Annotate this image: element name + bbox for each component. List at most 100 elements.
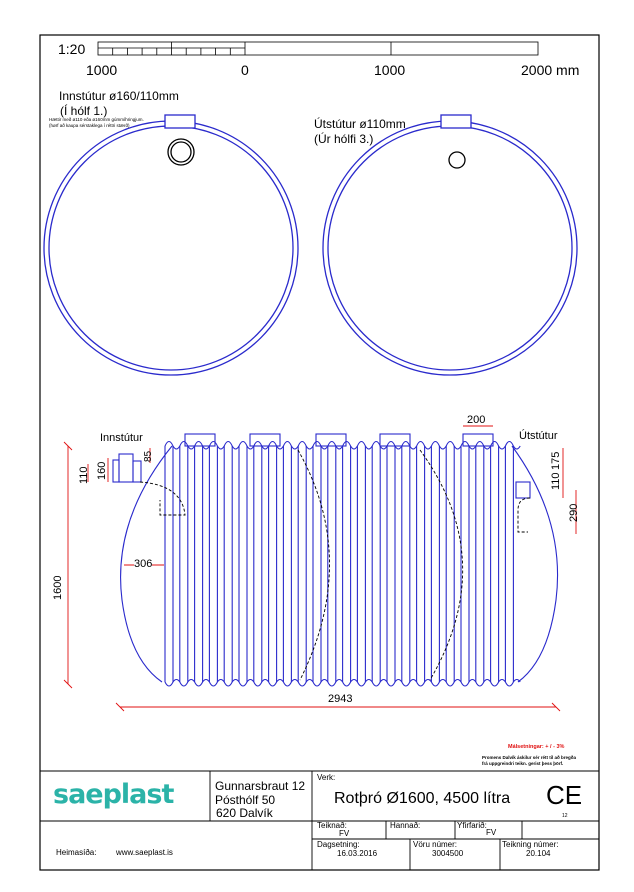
dim-height: 1600 xyxy=(52,575,64,600)
ce-number: 12 xyxy=(562,813,568,819)
dim-length: 2943 xyxy=(328,693,353,705)
rib-crest xyxy=(445,440,462,450)
rib-crest xyxy=(297,440,314,450)
rib-trough xyxy=(297,678,314,687)
rib-crest xyxy=(371,440,388,450)
rib-trough xyxy=(342,678,358,687)
drawing-number-label: Teikning númer: xyxy=(502,840,559,849)
rib-crest xyxy=(179,440,196,450)
rib-crest xyxy=(504,440,521,450)
inlet-subtitle: (Í hólf 1.) xyxy=(60,104,108,118)
dim-290: 290 xyxy=(568,503,580,522)
rib-trough xyxy=(356,678,373,687)
teiknad-label: Teiknað: xyxy=(317,821,347,830)
rib-crest xyxy=(268,440,284,450)
rib-crest xyxy=(386,440,403,450)
internal-baffles xyxy=(139,449,531,681)
inlet-note: (hørf að kaupa sérstaklega í réttri stær… xyxy=(49,123,130,128)
rib-trough xyxy=(371,678,388,687)
drawing-number-value: 20.104 xyxy=(526,849,551,858)
teiknad-value: FV xyxy=(339,829,350,838)
dim-175: 175 xyxy=(550,451,562,470)
address-line: Pósthólf 50 xyxy=(215,793,276,807)
side-outlet-label: Útstútur xyxy=(519,430,558,442)
yfirfarid-value: FV xyxy=(486,828,497,837)
rib-trough xyxy=(445,678,462,687)
address-line: 620 Dalvík xyxy=(216,806,273,820)
rib-trough xyxy=(460,678,477,687)
scale-ratio: 1:20 xyxy=(58,41,86,57)
rib-trough xyxy=(327,678,344,687)
rib-crest xyxy=(460,440,477,450)
website-label: Heimasíða: xyxy=(56,848,97,857)
rib-trough xyxy=(238,678,255,687)
dim-200: 200 xyxy=(467,414,486,426)
rib-trough xyxy=(223,678,240,687)
scale-label: 1000 xyxy=(374,62,406,78)
rib-trough xyxy=(164,678,181,687)
product-number-value: 3004500 xyxy=(432,849,464,858)
rib-crest xyxy=(342,440,358,450)
yfirfarid-label: Yfirfarið: xyxy=(457,821,487,830)
rib-trough xyxy=(208,678,225,687)
disclaimer: frá uppgreindri teikn. gerist þess þörf. xyxy=(482,761,564,766)
inlet-title: Innstútur ø160/110mm xyxy=(59,89,179,103)
dim-110-left: 110 xyxy=(78,466,90,484)
rib-trough xyxy=(430,678,447,687)
scale-label: 2000 mm xyxy=(521,62,580,78)
product-number-label: Vöru númer: xyxy=(413,840,458,849)
hannad-label: Hannað: xyxy=(390,821,421,830)
rib-crest xyxy=(430,440,447,450)
outlet-subtitle: (Úr hólfi 3.) xyxy=(314,132,374,146)
date-value: 16.03.2016 xyxy=(337,849,378,858)
website-link[interactable]: www.saeplast.is xyxy=(116,848,173,857)
dimension-lines xyxy=(63,425,577,712)
rib-crest xyxy=(164,440,181,450)
rib-trough xyxy=(194,678,210,687)
outlet-title: Útstútur ø110mm xyxy=(314,117,406,131)
tolerance-note: Málsetningar: + / - 3% xyxy=(508,744,565,750)
rib-crest xyxy=(356,440,373,450)
drawing-frame xyxy=(39,34,600,871)
address-line: Gunnarsbraut 12 xyxy=(215,779,306,793)
inlet-note: Hættir með ø110 eða ø160mm gúmmíhringjum… xyxy=(49,117,144,122)
rib-trough xyxy=(179,678,196,687)
side-inlet-label: Innstútur xyxy=(100,432,143,444)
rib-crest xyxy=(490,440,506,450)
verk-label: Verk: xyxy=(317,773,336,782)
saeplast-logo: saeplast xyxy=(53,779,174,810)
tank-side-view xyxy=(112,433,559,687)
ce-mark: CE xyxy=(546,780,583,810)
rib-trough xyxy=(416,678,432,687)
date-label: Dagsetning: xyxy=(317,840,360,849)
rib-trough xyxy=(490,678,506,687)
rib-crest xyxy=(327,440,344,450)
tank-top-view-inlet xyxy=(43,114,299,376)
rib-crest xyxy=(401,440,418,450)
dim-160: 160 xyxy=(96,461,108,480)
rib-trough xyxy=(504,678,521,687)
rib-crest xyxy=(416,440,432,450)
rib-crest xyxy=(312,440,329,450)
rib-crest xyxy=(282,440,299,450)
rib-crest xyxy=(475,440,492,450)
rib-crest xyxy=(223,440,240,450)
rib-trough xyxy=(475,678,492,687)
dim-110-right: 110 xyxy=(550,472,562,490)
rib-trough xyxy=(253,678,270,687)
rib-trough xyxy=(401,678,418,687)
rib-crest xyxy=(253,440,270,450)
rib-trough xyxy=(386,678,403,687)
dim-306: 306 xyxy=(134,558,153,570)
dim-85: 85 xyxy=(143,450,154,462)
tank-top-view-outlet xyxy=(322,114,578,376)
disclaimer: Promens Dalvík áskilur sér rétt til að b… xyxy=(482,755,577,760)
rib-trough xyxy=(282,678,299,687)
scale-bar xyxy=(97,41,539,56)
title-block-grid xyxy=(40,770,599,870)
rib-trough xyxy=(312,678,329,687)
project-title: Rotþró Ø1600, 4500 lítra xyxy=(334,790,511,807)
rib-crest xyxy=(194,440,210,450)
rib-crest xyxy=(238,440,255,450)
